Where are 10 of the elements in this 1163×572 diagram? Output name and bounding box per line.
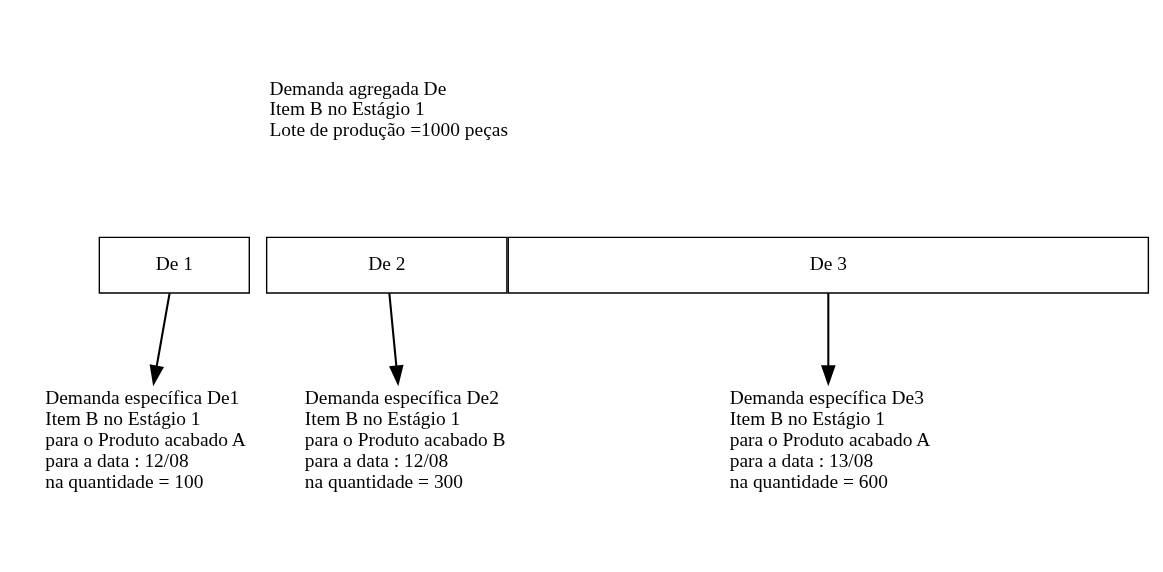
node-box: De 2 [265, 236, 508, 294]
arrow [388, 293, 404, 387]
node-text: Demanda específica De2 Item B no Estágio 1 para o Produto acabado B para a data : 12/08 na quantidade = 300 [304, 387, 506, 492]
node-text: Demanda agregada De Item B no Estágio 1 Lote de produção =1000 peças [269, 77, 508, 141]
node-text: Demanda específica De1 Item B no Estágio 1 para o Produto acabado A para a data : 12/08 na quantidade = 100 [45, 387, 246, 492]
node-box: De 3 [507, 236, 1150, 294]
node-text: Demanda específica De3 Item B no Estágio 1 para o Produto acabado A para a data : 13/08 na quantidade = 600 [729, 387, 931, 492]
arrow [149, 293, 171, 387]
node-box: De 1 [98, 236, 250, 294]
arrow [821, 293, 836, 387]
